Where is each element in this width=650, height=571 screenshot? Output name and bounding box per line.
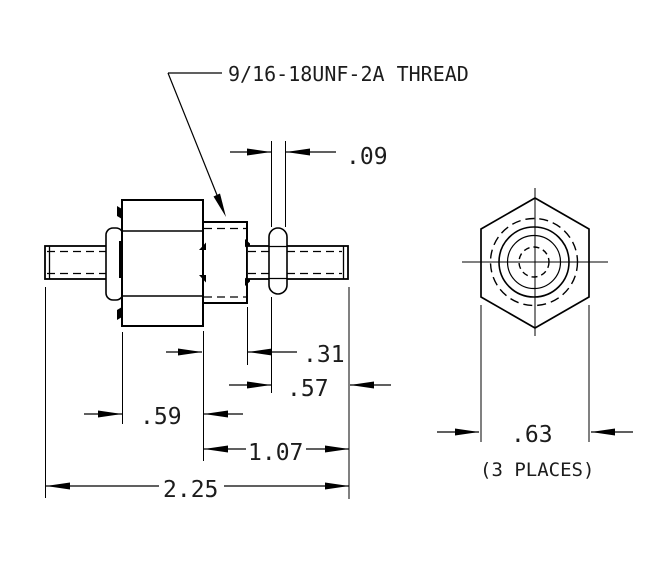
dim-57-label: .57 xyxy=(287,376,329,402)
dim-right-length: 1.07 xyxy=(204,440,349,466)
dim-arrowhead xyxy=(325,482,349,490)
thread-runout-mark xyxy=(199,275,206,283)
dim-arrowhead xyxy=(178,348,202,356)
thread-boss xyxy=(202,221,248,304)
dim-stud-length: .57 xyxy=(229,376,391,402)
dim-arrowhead xyxy=(455,428,479,436)
side-view xyxy=(44,199,349,327)
leader-line xyxy=(167,72,224,211)
dim-107-label: 1.07 xyxy=(248,440,303,466)
chamfer-circle xyxy=(498,226,570,298)
chamfer-mark xyxy=(117,206,122,219)
hex-body xyxy=(121,199,204,327)
dim-225-label: 2.25 xyxy=(163,477,218,503)
leader-arrowhead xyxy=(213,193,226,217)
thread-callout-leader: 9/16-18UNF-2A THREAD xyxy=(167,62,469,217)
dim-31-label: .31 xyxy=(303,342,345,368)
dim-arrowhead xyxy=(98,410,122,418)
dim-09-label: .09 xyxy=(346,144,388,170)
dim-arrowhead xyxy=(247,148,271,156)
extension-lines xyxy=(45,141,350,499)
dim-arrowhead xyxy=(247,381,271,389)
dim-hex-width: .59 xyxy=(84,404,243,430)
dim-63-places-note: (3 PLACES) xyxy=(480,459,594,481)
end-view xyxy=(462,188,608,336)
thread-runout-mark xyxy=(199,242,206,250)
dim-overall-length: 2.25 xyxy=(46,477,349,503)
chamfer-mark xyxy=(117,307,122,320)
dim-63-label: .63 xyxy=(511,422,553,448)
shoulder-circle xyxy=(506,234,562,290)
thread-callout-label: 9/16-18UNF-2A THREAD xyxy=(228,62,469,86)
dim-boss-length: .31 xyxy=(166,342,345,368)
dim-arrowhead xyxy=(325,445,349,453)
washer xyxy=(268,227,288,295)
dim-washer-thickness: .09 xyxy=(230,144,388,170)
thread-major-circle xyxy=(489,217,579,307)
stud-thread-circle xyxy=(518,246,550,278)
dim-59-label: .59 xyxy=(140,404,182,430)
dim-hex-across-flats: .63 (3 PLACES) xyxy=(437,305,633,481)
